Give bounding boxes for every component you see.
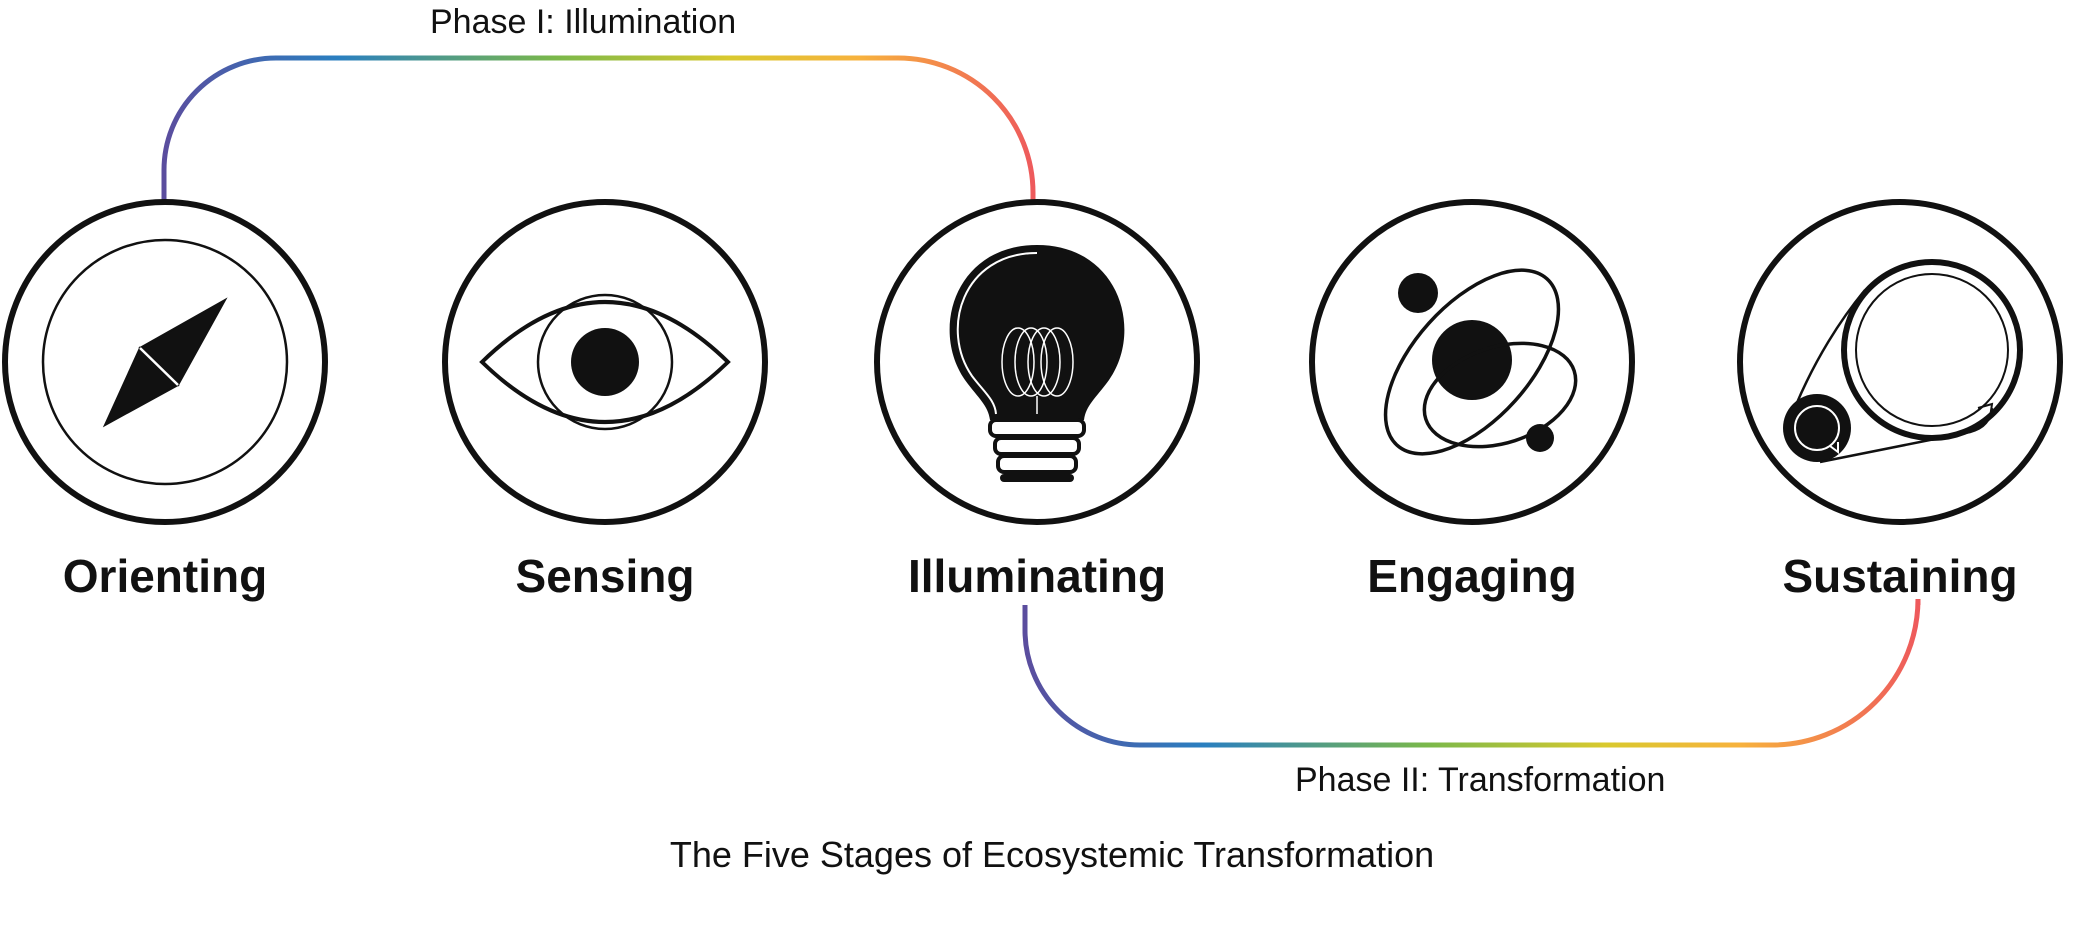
phase-1-label: Phase I: Illumination	[430, 3, 736, 41]
stage-label-engaging: Engaging	[1367, 550, 1577, 602]
stage-sustaining: Sustaining	[1737, 199, 2063, 602]
phase-2-label: Phase II: Transformation	[1295, 761, 1665, 799]
stage-engaging: Engaging	[1309, 199, 1635, 602]
lightbulb-icon	[949, 245, 1125, 482]
eye-icon	[479, 293, 731, 431]
phase-1-arc	[161, 55, 1036, 200]
stage-label-sensing: Sensing	[516, 550, 695, 602]
stage-label-sustaining: Sustaining	[1782, 550, 2017, 602]
cycle-icon	[1783, 259, 2023, 464]
orbit-icon	[1383, 268, 1578, 456]
compass-icon	[41, 238, 289, 486]
filament-icon	[1001, 327, 1074, 414]
stage-label-illuminating: Illuminating	[908, 550, 1166, 602]
stage-orienting: Orienting	[2, 199, 328, 602]
stage-label-orienting: Orienting	[63, 550, 267, 602]
phase-2-arc	[1022, 598, 1921, 748]
stage-sensing: Sensing	[442, 199, 768, 602]
stage-illuminating: Illuminating	[874, 199, 1200, 602]
diagram-caption: The Five Stages of Ecosystemic Transform…	[670, 834, 1434, 875]
